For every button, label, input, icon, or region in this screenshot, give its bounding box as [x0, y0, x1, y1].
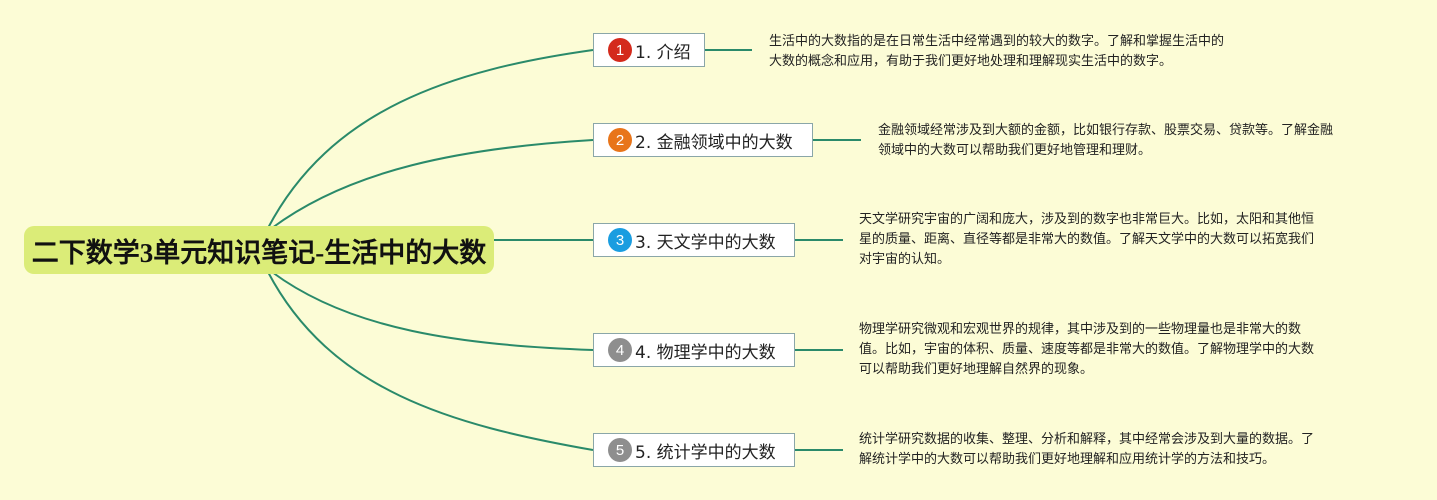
- note-1-line-1: 生活中的大数指的是在日常生活中经常遇到的较大的数字。了解和掌握生活中的: [769, 34, 1225, 49]
- branch-label-5: 5. 统计学中的大数: [635, 442, 776, 463]
- root-title: 二下数学3单元知识笔记-生活中的大数: [31, 237, 487, 268]
- note-3-line-2: 星的质量、距离、直径等都是非常大的数值。了解天文学中的大数可以拓宽我们: [859, 232, 1315, 247]
- note-2-line-2: 领域中的大数可以帮助我们更好地管理和理财。: [878, 143, 1152, 158]
- note-2: 金融领域经常涉及到大额的金额，比如银行存款、股票交易、贷款等。了解金融 领域中的…: [878, 121, 1333, 161]
- branch-label-4: 4. 物理学中的大数: [635, 342, 776, 363]
- branch-node-5[interactable]: 5 5. 统计学中的大数: [593, 433, 795, 467]
- branch-node-1[interactable]: 1 1. 介绍: [593, 33, 705, 67]
- note-1-line-2: 大数的概念和应用，有助于我们更好地处理和理解现实生活中的数字。: [769, 54, 1173, 69]
- note-3-line-3: 对宇宙的认知。: [859, 252, 951, 267]
- number-badge-3: 3: [608, 228, 632, 252]
- note-5-line-2: 解统计学中的大数可以帮助我们更好地理解和应用统计学的方法和技巧。: [859, 452, 1276, 467]
- number-badge-2: 2: [608, 128, 632, 152]
- note-4-line-1: 物理学研究微观和宏观世界的规律，其中涉及到的一些物理量也是非常大的数: [859, 322, 1302, 337]
- branch-label-3: 3. 天文学中的大数: [635, 232, 776, 253]
- branch-label-2: 2. 金融领域中的大数: [635, 132, 793, 153]
- note-3: 天文学研究宇宙的广阔和庞大，涉及到的数字也非常巨大。比如，太阳和其他恒 星的质量…: [859, 210, 1314, 270]
- branch-connector-4: [271, 271, 594, 351]
- branch-connector-1: [267, 49, 594, 229]
- branch-label-1: 1. 介绍: [635, 42, 691, 63]
- root-topic[interactable]: 二下数学3单元知识笔记-生活中的大数: [24, 226, 494, 274]
- note-2-line-1: 金融领域经常涉及到大额的金额，比如银行存款、股票交易、贷款等。了解金融: [878, 123, 1334, 138]
- note-4-line-3: 可以帮助我们更好地理解自然界的现象。: [859, 362, 1094, 377]
- branch-node-3[interactable]: 3 3. 天文学中的大数: [593, 223, 795, 257]
- note-5-line-1: 统计学研究数据的收集、整理、分析和解释，其中经常会涉及到大量的数据。了: [859, 432, 1315, 447]
- number-badge-4: 4: [608, 338, 632, 362]
- branch-node-2[interactable]: 2 2. 金融领域中的大数: [593, 123, 813, 157]
- note-4-line-2: 值。比如，宇宙的体积、质量、速度等都是非常大的数值。了解物理学中的大数: [859, 342, 1315, 357]
- note-5: 统计学研究数据的收集、整理、分析和解释，其中经常会涉及到大量的数据。了 解统计学…: [859, 430, 1314, 470]
- number-badge-1: 1: [608, 38, 632, 62]
- branch-connector-2: [271, 139, 594, 229]
- note-1: 生活中的大数指的是在日常生活中经常遇到的较大的数字。了解和掌握生活中的 大数的概…: [769, 32, 1224, 72]
- branch-node-4[interactable]: 4 4. 物理学中的大数: [593, 333, 795, 367]
- branch-connector-5: [267, 271, 594, 451]
- note-3-line-1: 天文学研究宇宙的广阔和庞大，涉及到的数字也非常巨大。比如，太阳和其他恒: [859, 212, 1315, 227]
- number-badge-5: 5: [608, 438, 632, 462]
- note-4: 物理学研究微观和宏观世界的规律，其中涉及到的一些物理量也是非常大的数 值。比如，…: [859, 320, 1314, 380]
